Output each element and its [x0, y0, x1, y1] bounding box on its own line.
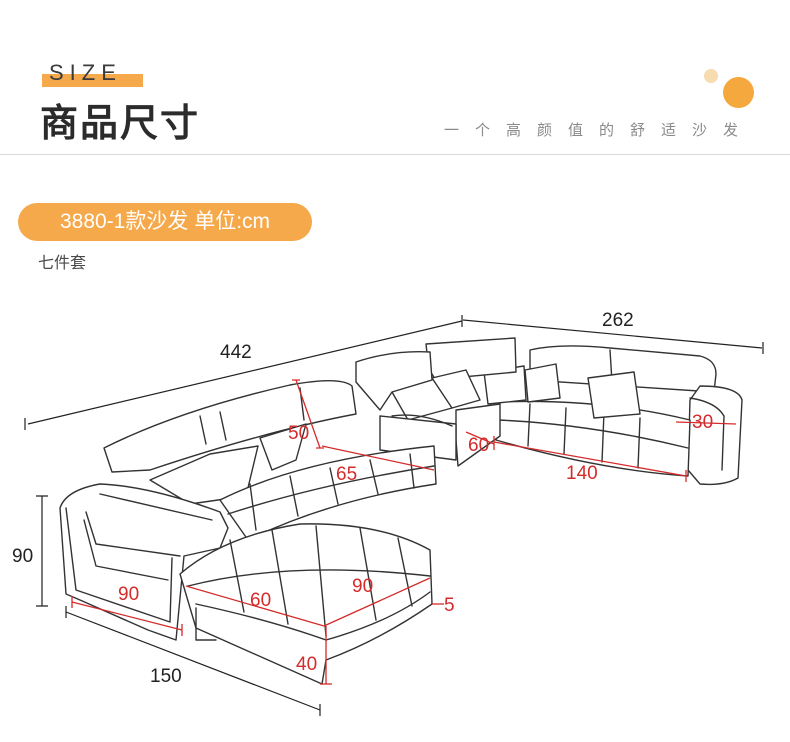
- dim-right-seat-width: 140: [566, 463, 598, 484]
- dim-right-arm: 30: [692, 412, 713, 433]
- black-dimension-lines: [24, 315, 764, 716]
- dim-back-depth: 50: [288, 423, 309, 444]
- set-count-label: 七件套: [38, 255, 87, 272]
- dim-chaise-depth: 60: [250, 590, 271, 611]
- size-label: SIZE: [49, 60, 122, 85]
- dim-chaise-length: 150: [150, 666, 182, 687]
- model-unit-badge: 3880-1款沙发 单位:cm: [18, 203, 312, 241]
- size-accent-bar: [42, 74, 143, 87]
- dim-height: 90: [12, 546, 33, 567]
- dim-seat-height: 40: [296, 654, 317, 675]
- dim-seat-depth: 65: [336, 464, 357, 485]
- dim-corner-seat: 60: [468, 435, 489, 456]
- decor-dot-large: [723, 77, 754, 108]
- sofa-drawing: [59, 337, 743, 685]
- dimension-labels: 442 262 90 150 90 60 90 5 40 50 65 60 14…: [12, 310, 713, 687]
- red-dimension-lines: [71, 379, 737, 685]
- decor-dot-small: [704, 69, 718, 83]
- header-divider: [0, 154, 790, 155]
- dim-leg-height: 5: [444, 595, 455, 616]
- dim-armrest-width: 90: [118, 584, 139, 605]
- dim-total-width: 442: [220, 342, 252, 363]
- dim-right-width: 262: [602, 310, 634, 331]
- page-title: 商品尺寸: [40, 103, 201, 145]
- tagline: 一个高颜值的舒适沙发: [443, 122, 754, 139]
- dim-chaise-width: 90: [352, 576, 373, 597]
